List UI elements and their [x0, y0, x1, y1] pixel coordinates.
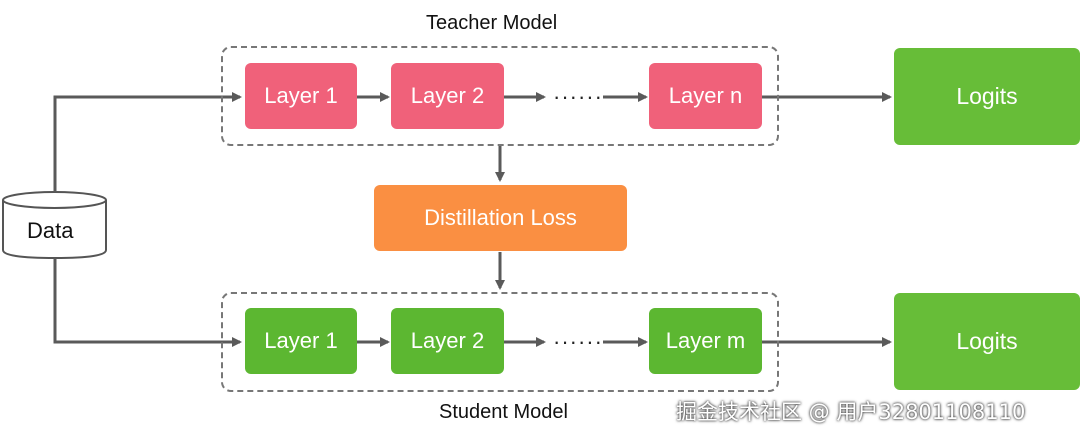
teacher-model-group: [221, 46, 779, 146]
watermark-text: 掘金技术社区 @ 用户3280110811​0: [676, 400, 1026, 424]
student-layer-m: Layer m: [649, 308, 762, 374]
student-logits: Logits: [894, 293, 1080, 390]
data-to-student-arrow: [53, 258, 242, 347]
teacher-layer-n: Layer n: [649, 63, 762, 129]
teacher-model-title: Teacher Model: [426, 12, 558, 34]
student-ellipsis: ······: [553, 329, 603, 354]
data-to-teacher-arrow: [53, 92, 242, 192]
student-model-title: Student Model: [439, 401, 568, 423]
teacher-layer-1: Layer 1: [245, 63, 357, 129]
teacher-layer-2: Layer 2: [391, 63, 504, 129]
teacher-ellipsis: ······: [553, 84, 603, 109]
student-model-group: [221, 292, 779, 392]
student-layer-1: Layer 1: [245, 308, 357, 374]
teacher-logits: Logits: [894, 48, 1080, 145]
distillation-loss-box: Distillation Loss: [374, 185, 627, 251]
data-label: Data: [27, 218, 74, 243]
student-layer-2: Layer 2: [391, 308, 504, 374]
